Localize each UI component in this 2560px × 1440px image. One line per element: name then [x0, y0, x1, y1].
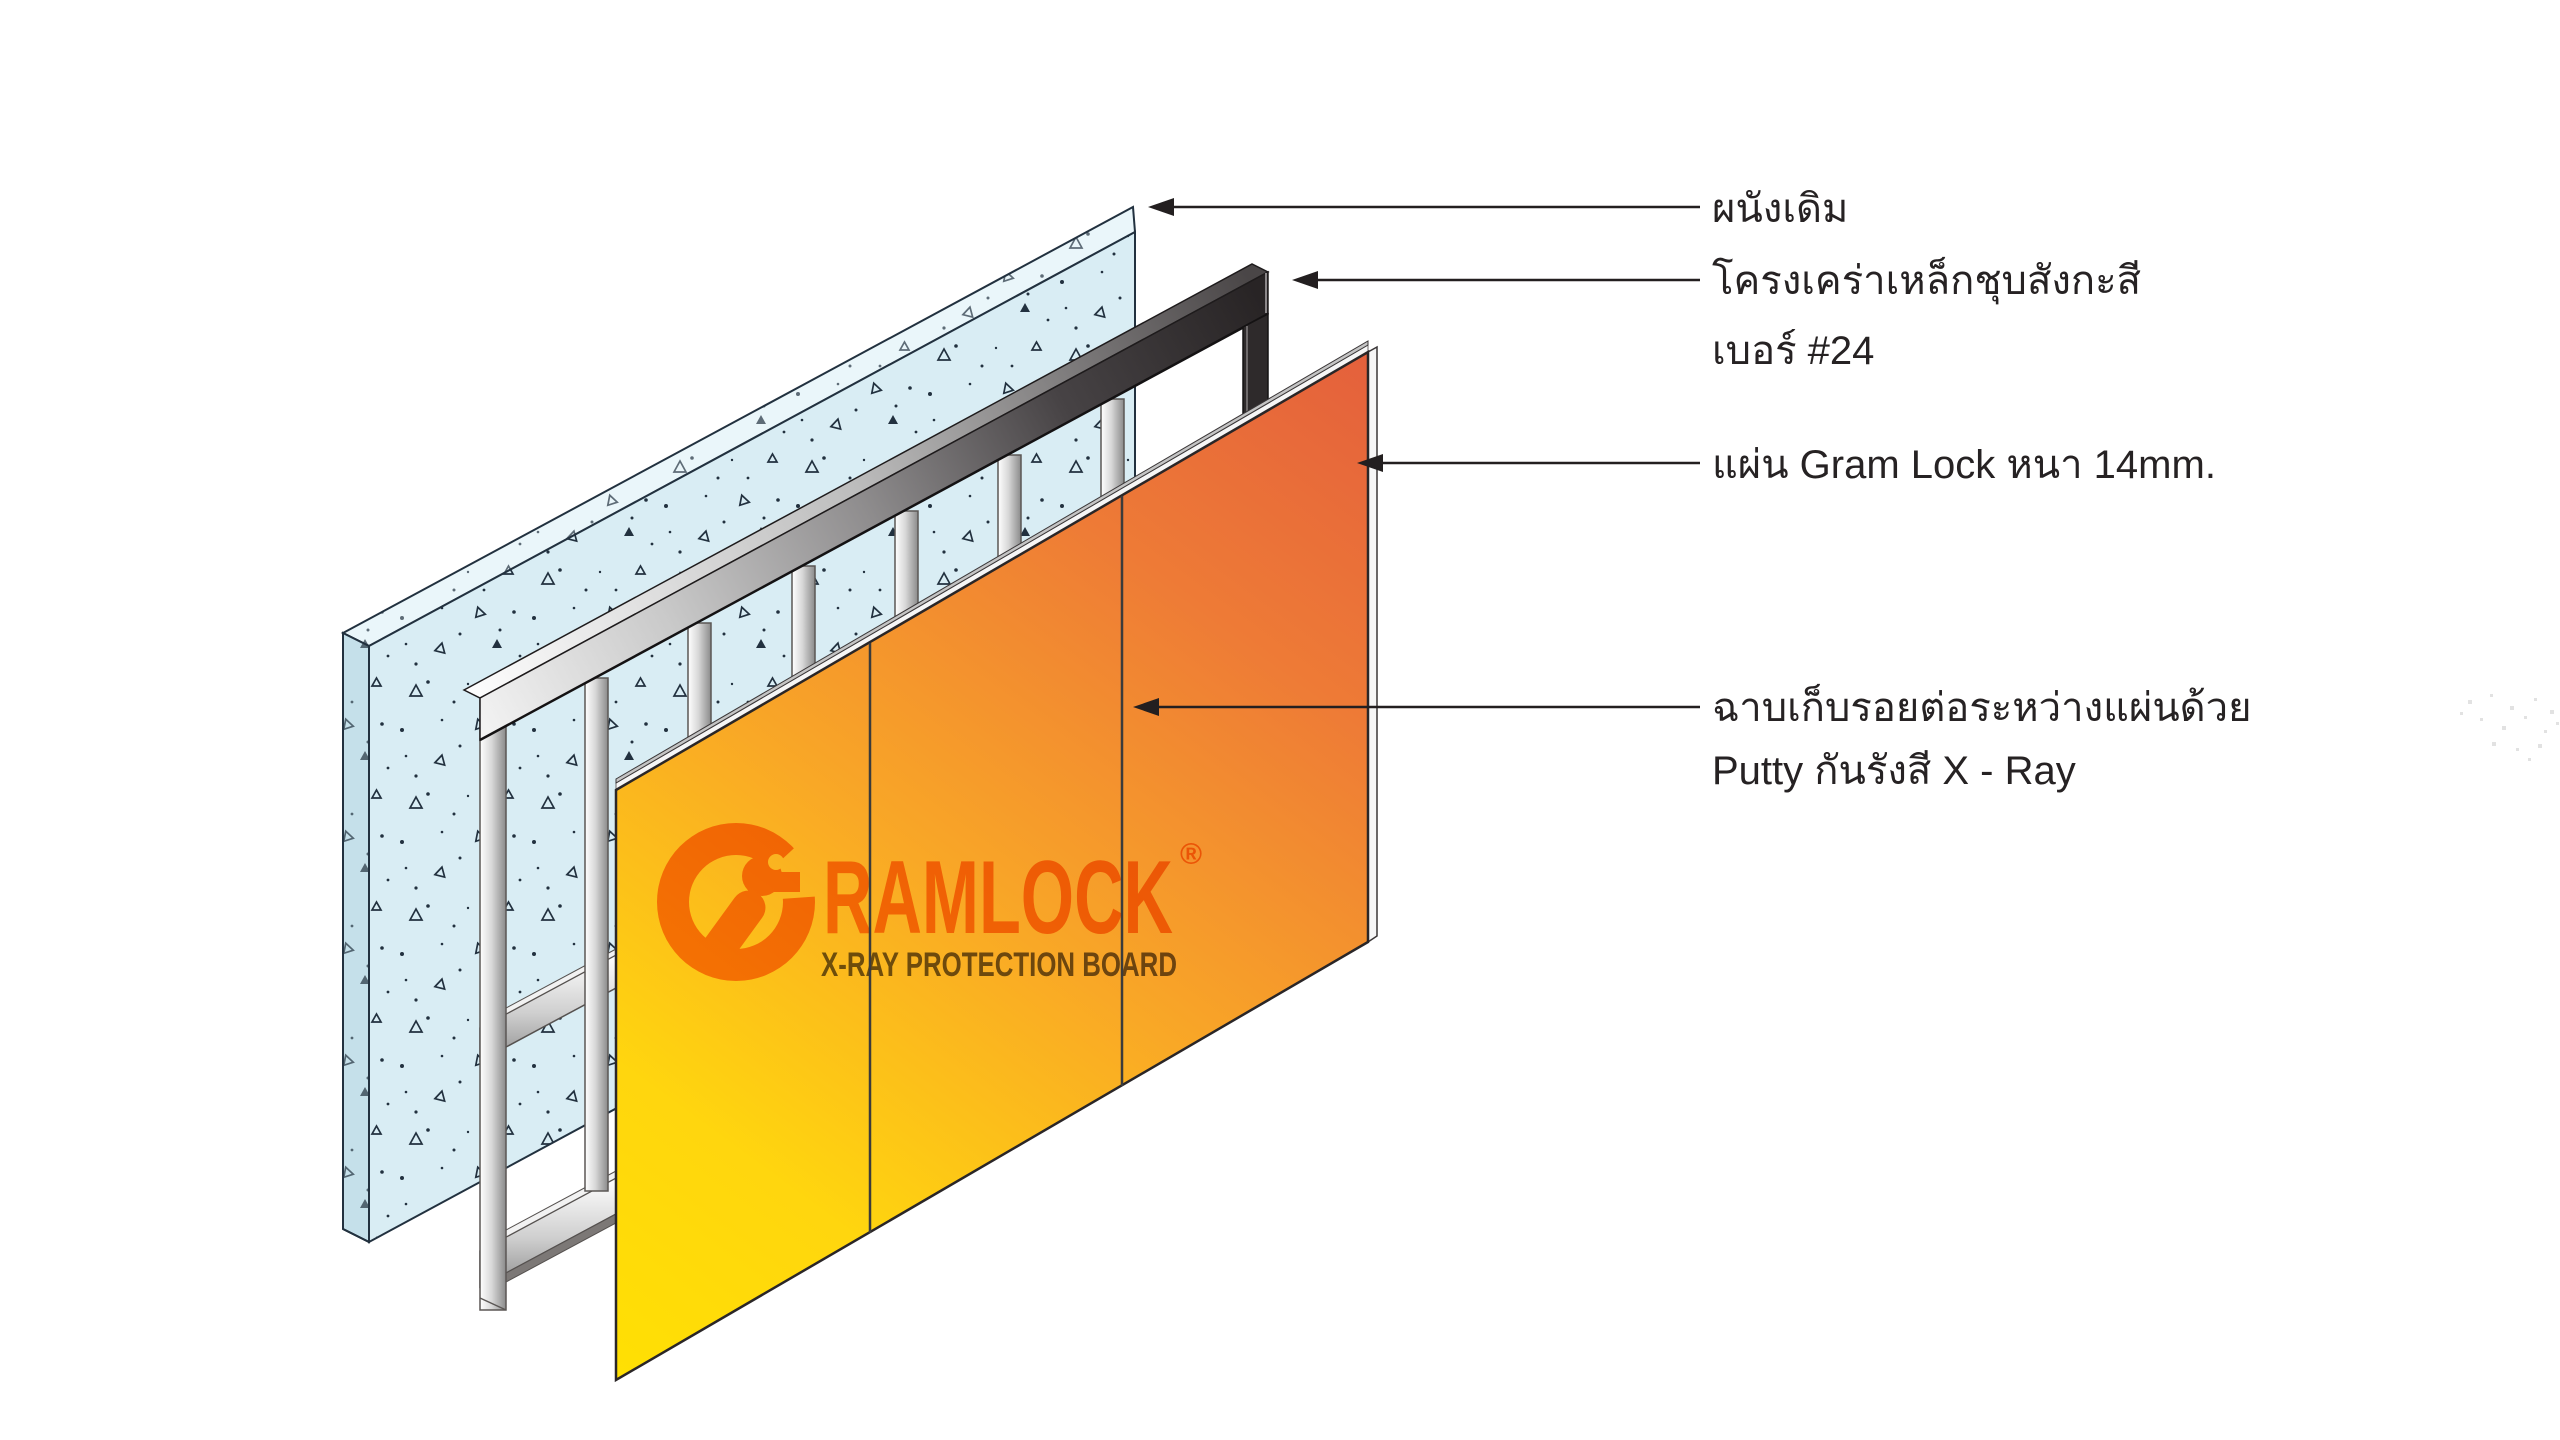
- annotations: ผนังเดิม โครงเคร่าเหล็กชุบสังกะสี เบอร์ …: [1133, 187, 2252, 793]
- frame-top-rail: [462, 263, 1270, 742]
- arrowhead-icon: [1133, 698, 1159, 716]
- callout-gramlock-sheet: แผ่น Gram Lock หนา 14mm.: [1357, 443, 2216, 487]
- stud-1: [584, 677, 609, 1192]
- steel-frame: [462, 263, 1270, 1311]
- label-steel-frame-line2: เบอร์ #24: [1712, 328, 1874, 373]
- callout-putty-joint: ฉาบเก็บรอยต่อระหว่างแผ่นด้วย Putty กันรั…: [1133, 683, 2252, 793]
- label-putty-line1: ฉาบเก็บรอยต่อระหว่างแผ่นด้วย: [1712, 683, 2252, 730]
- label-steel-frame-line1: โครงเคร่าเหล็กชุบสังกะสี: [1712, 256, 2141, 305]
- label-existing-wall: ผนังเดิม: [1712, 187, 1848, 231]
- frame-left-track: [479, 699, 507, 1311]
- gramlock-logo-brand: RAMLOCK: [823, 840, 1173, 956]
- registered-trademark-icon: ®: [1180, 838, 1202, 871]
- gramlock-logo-emblem: [657, 823, 852, 981]
- arrowhead-icon: [1357, 454, 1383, 472]
- gramlock-logo: RAMLOCK ® X-RAY PROTECTION BOARD: [657, 823, 1202, 984]
- arrowhead-icon: [1148, 198, 1174, 216]
- label-putty-line2: Putty กันรังสี X - Ray: [1712, 749, 2076, 793]
- arrowhead-icon: [1292, 271, 1318, 289]
- frame-end-stud: [1242, 312, 1269, 426]
- label-gramlock-sheet: แผ่น Gram Lock หนา 14mm.: [1712, 443, 2216, 487]
- gramlock-panel-front-face: [614, 349, 1370, 1383]
- gramlock-logo-tagline: X-RAY PROTECTION BOARD: [821, 946, 1177, 984]
- callout-steel-frame: โครงเคร่าเหล็กชุบสังกะสี เบอร์ #24: [1292, 256, 2141, 373]
- faint-edge-speckle: [2460, 694, 2559, 761]
- callout-existing-wall: ผนังเดิม: [1148, 187, 1848, 231]
- gramlock-panel: RAMLOCK ® X-RAY PROTECTION BOARD: [614, 340, 1378, 1383]
